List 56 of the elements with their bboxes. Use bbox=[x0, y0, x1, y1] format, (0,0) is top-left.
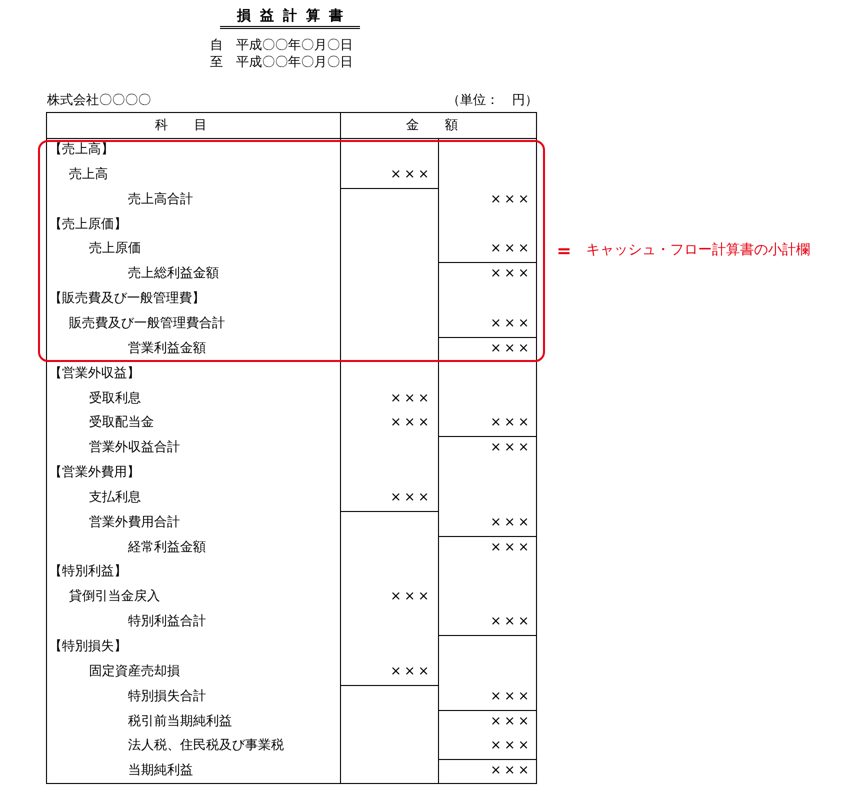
amount-value: ××× bbox=[490, 439, 532, 458]
account-item: 当期純利益 bbox=[128, 762, 193, 780]
period-line: 自 平成〇〇年〇月〇日 bbox=[210, 37, 353, 54]
amount-value: ××× bbox=[490, 737, 532, 756]
column-header: 金 額 bbox=[406, 117, 458, 135]
amount-value: ××× bbox=[490, 514, 532, 532]
account-item: 税引前当期純利益 bbox=[128, 712, 232, 731]
account-item: 販売費及び一般管理費合計 bbox=[69, 314, 225, 333]
amount-value: ××× bbox=[390, 166, 432, 184]
unit-note: （単位： 円） bbox=[447, 92, 538, 109]
account-item: 貸倒引当金戻入 bbox=[69, 588, 160, 606]
amount-value: ××× bbox=[490, 240, 532, 258]
account-item: 【営業外費用】 bbox=[49, 464, 140, 482]
account-item: 【特別利益】 bbox=[49, 563, 127, 582]
account-item: 【営業外収益】 bbox=[49, 364, 140, 383]
company-name: 株式会社〇〇〇〇 bbox=[47, 92, 151, 109]
account-item: 売上総利益金額 bbox=[128, 265, 219, 284]
amount-value: ××× bbox=[490, 613, 532, 632]
period-line: 至 平成〇〇年〇月〇日 bbox=[210, 54, 353, 71]
account-item: 固定資産売却損 bbox=[89, 662, 180, 681]
amount-value: ××× bbox=[490, 340, 532, 358]
account-item: 【売上高】 bbox=[49, 141, 114, 159]
account-item: 【販売費及び一般管理費】 bbox=[49, 290, 205, 308]
amount-value: ××× bbox=[490, 414, 532, 432]
amount-value: ××× bbox=[490, 314, 532, 333]
account-item: 受取配当金 bbox=[89, 414, 154, 432]
amount-value: ××× bbox=[490, 712, 532, 731]
account-item: 法人税、住民税及び事業税 bbox=[128, 737, 284, 756]
amount-value: ××× bbox=[490, 265, 532, 284]
account-item: 営業外収益合計 bbox=[89, 439, 180, 458]
account-item: 特別利益合計 bbox=[128, 613, 206, 632]
account-item: 【特別損失】 bbox=[49, 638, 127, 656]
highlight-frame bbox=[38, 140, 545, 362]
account-item: 売上原価 bbox=[89, 240, 141, 258]
column-header: 科 目 bbox=[155, 117, 207, 135]
account-item: 営業利益金額 bbox=[128, 340, 206, 358]
account-item: 支払利息 bbox=[89, 488, 141, 507]
account-item: 特別損失合計 bbox=[128, 688, 206, 706]
amount-value: ××× bbox=[490, 688, 532, 706]
title: 損益計算書 bbox=[220, 6, 360, 29]
annotation-text: キャッシュ・フロー計算書の小計欄 bbox=[586, 241, 810, 260]
amount-value: ××× bbox=[490, 762, 532, 780]
account-item: 売上高合計 bbox=[128, 190, 193, 209]
account-item: 【売上原価】 bbox=[49, 216, 127, 234]
account-item: 営業外費用合計 bbox=[89, 514, 180, 532]
amount-value: ××× bbox=[390, 588, 432, 606]
amount-value: ××× bbox=[490, 538, 532, 557]
account-item: 受取利息 bbox=[89, 390, 141, 408]
equals-sign: ＝ bbox=[554, 238, 574, 262]
amount-value: ××× bbox=[490, 190, 532, 209]
amount-value: ××× bbox=[390, 662, 432, 681]
amount-value: ××× bbox=[390, 488, 432, 507]
amount-value: ××× bbox=[390, 390, 432, 408]
account-item: 経常利益金額 bbox=[128, 538, 206, 557]
amount-value: ××× bbox=[390, 414, 432, 432]
account-item: 売上高 bbox=[69, 166, 108, 184]
